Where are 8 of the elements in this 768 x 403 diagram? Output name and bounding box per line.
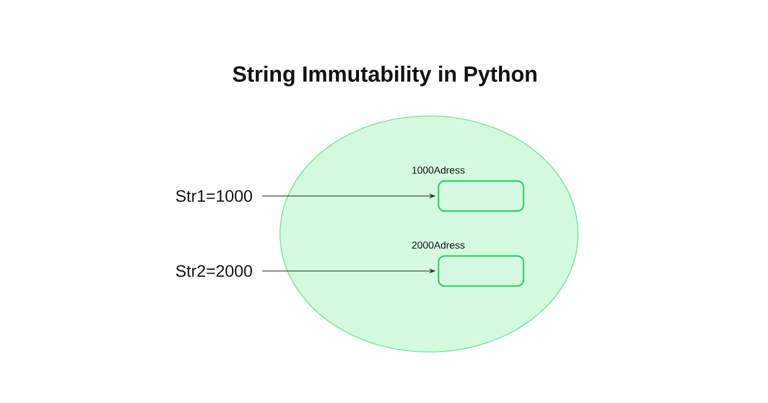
value-box [438,255,524,287]
title: String Immutability in Python [232,66,536,86]
value-box [438,180,524,212]
ellipse [279,115,579,353]
variable-label: Str1=1000 [176,190,252,202]
address-label: 1000Adress [412,166,465,174]
variable-label: Str2=2000 [176,265,252,277]
address-label: 2000Adress [412,241,465,249]
